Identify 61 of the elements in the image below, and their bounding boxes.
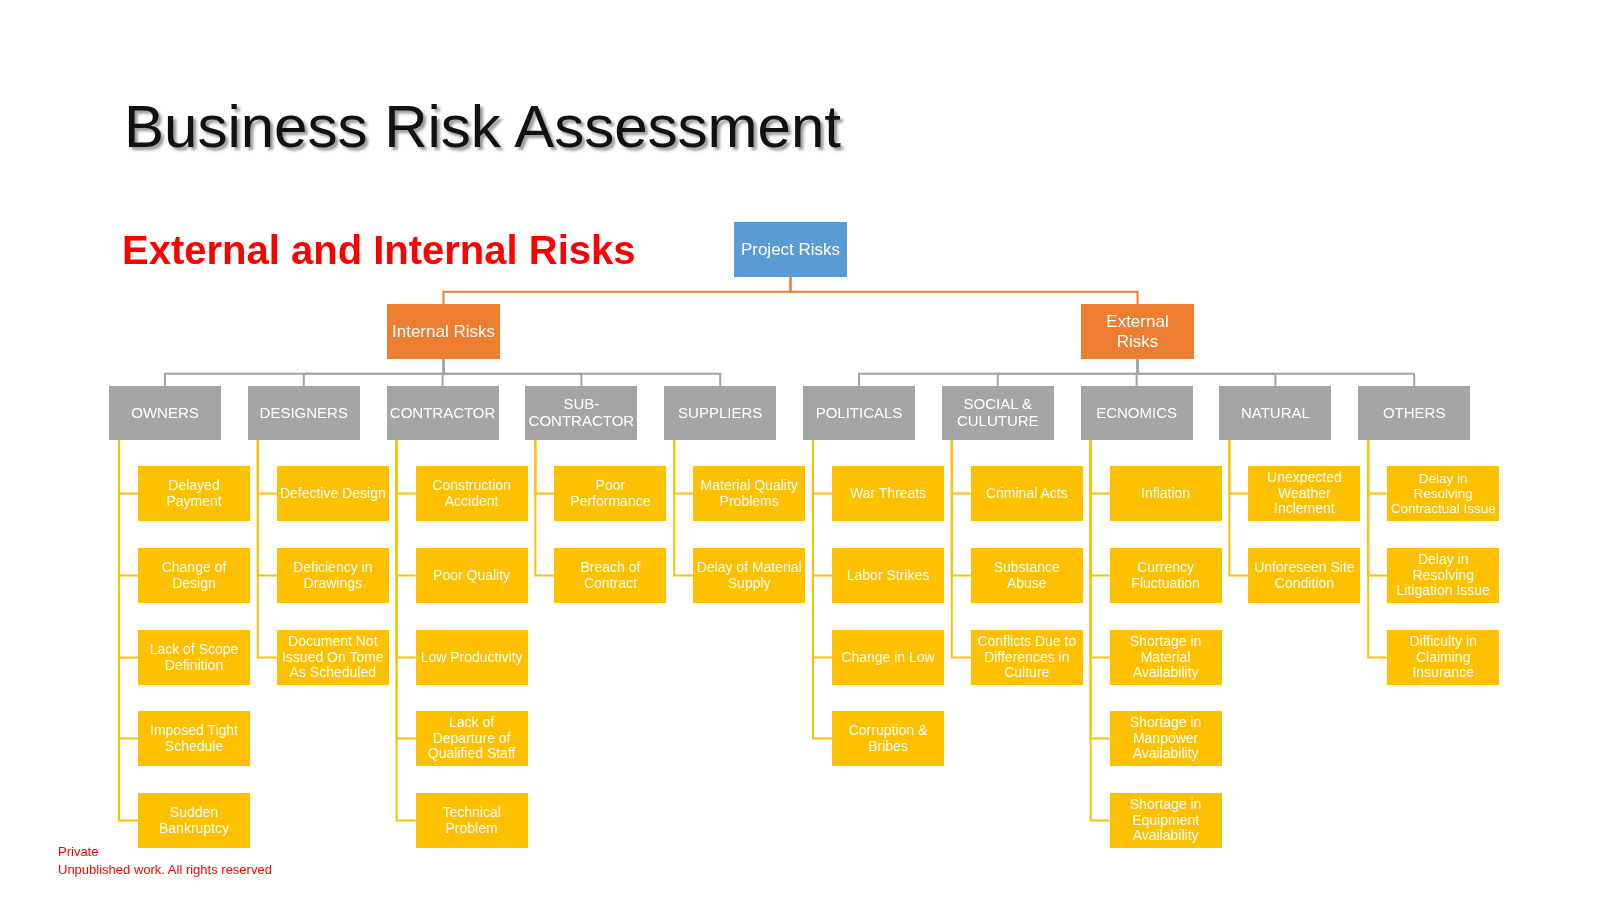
connector-line <box>1367 439 1389 659</box>
category-box: SUB-CONTRACTOR <box>525 386 638 440</box>
category-box: ECNOMICS <box>1080 386 1193 440</box>
risk-box: Poor Performance <box>554 466 667 521</box>
risk-box: Change in Low <box>832 630 944 685</box>
title: Business Risk Assessment <box>124 92 841 161</box>
connector-line <box>789 276 1139 305</box>
risk-box: Unforeseen Site Condition <box>1248 548 1361 603</box>
root-box: Project Risks <box>734 222 847 277</box>
connector-line <box>395 439 417 822</box>
category-box: CONTRACTOR <box>386 386 499 440</box>
connector-line <box>256 439 278 659</box>
risk-box: Construction Accident <box>415 466 528 521</box>
category-box: NATURAL <box>1219 386 1332 440</box>
risk-box: Low Productivity <box>415 630 528 685</box>
category-box: DESIGNERS <box>247 386 360 440</box>
risk-box: Lack of Departure of Qualified Staff <box>415 711 528 766</box>
risk-box: Deficiency in Drawings <box>276 548 389 603</box>
branch-box: External Risks <box>1081 304 1194 359</box>
risk-box: Sudden Bankruptcy <box>138 793 250 848</box>
connector-line <box>673 439 695 577</box>
risk-box: Delayed Payment <box>138 466 250 521</box>
risk-box: Shortage in Equipment Availability <box>1109 793 1222 848</box>
connector-line <box>534 439 556 577</box>
risk-box: Shortage in Material Availability <box>1109 630 1222 685</box>
risk-box: Breach of Contract <box>554 548 667 603</box>
branch-box: Internal Risks <box>387 304 500 359</box>
risk-box: Lack of Scope Definition <box>138 630 250 685</box>
risk-box: Delay in Resolving Litigation Issue <box>1387 548 1500 603</box>
risk-box: Substance Abuse <box>970 548 1083 603</box>
risk-box: Document Not Issued On Tome As Scheduled <box>276 630 389 685</box>
risk-box: Defective Design <box>276 466 389 521</box>
risk-box: Labor Strikes <box>832 548 944 603</box>
footer-note: Private <box>58 844 99 859</box>
subtitle: External and Internal Risks <box>122 228 636 273</box>
footer-note: Unpublished work. All rights reserved <box>58 862 272 877</box>
risk-box: Change of Design <box>138 548 250 603</box>
risk-box: Unexpected Weather Inclement <box>1248 466 1361 521</box>
risk-box: Material Quality Problems <box>693 466 806 521</box>
risk-box: Conflicts Due to Differences in Culture <box>970 630 1083 685</box>
risk-box: Difficulty in Claiming Insurance <box>1387 630 1500 685</box>
category-box: SUPPLIERS <box>664 386 777 440</box>
connector-line <box>1089 439 1111 822</box>
category-box: OWNERS <box>109 386 221 440</box>
risk-box: Delay of Material Supply <box>693 548 806 603</box>
risk-box: Inflation <box>1109 466 1222 521</box>
risk-box: Poor Quality <box>415 548 528 603</box>
risk-box: Shortage in Manpower Availability <box>1109 711 1222 766</box>
risk-box: Corruption & Bribes <box>832 711 944 766</box>
risk-box: Delay in Resolving Contractual Issue <box>1387 466 1500 521</box>
connector-line <box>1228 439 1250 577</box>
connector-line <box>950 439 972 659</box>
risk-box: Currency Fluctuation <box>1109 548 1222 603</box>
category-box: OTHERS <box>1358 386 1471 440</box>
risk-box: Technical Problem <box>415 793 528 848</box>
category-box: POLITICALS <box>803 386 915 440</box>
category-box: SOCIAL & CULUTURE <box>941 386 1054 440</box>
connector-line <box>812 439 833 740</box>
risk-box: Imposed Tight Schedule <box>138 711 250 766</box>
risk-box: Criminal Acts <box>970 466 1083 521</box>
risk-box: War Threats <box>832 466 944 521</box>
